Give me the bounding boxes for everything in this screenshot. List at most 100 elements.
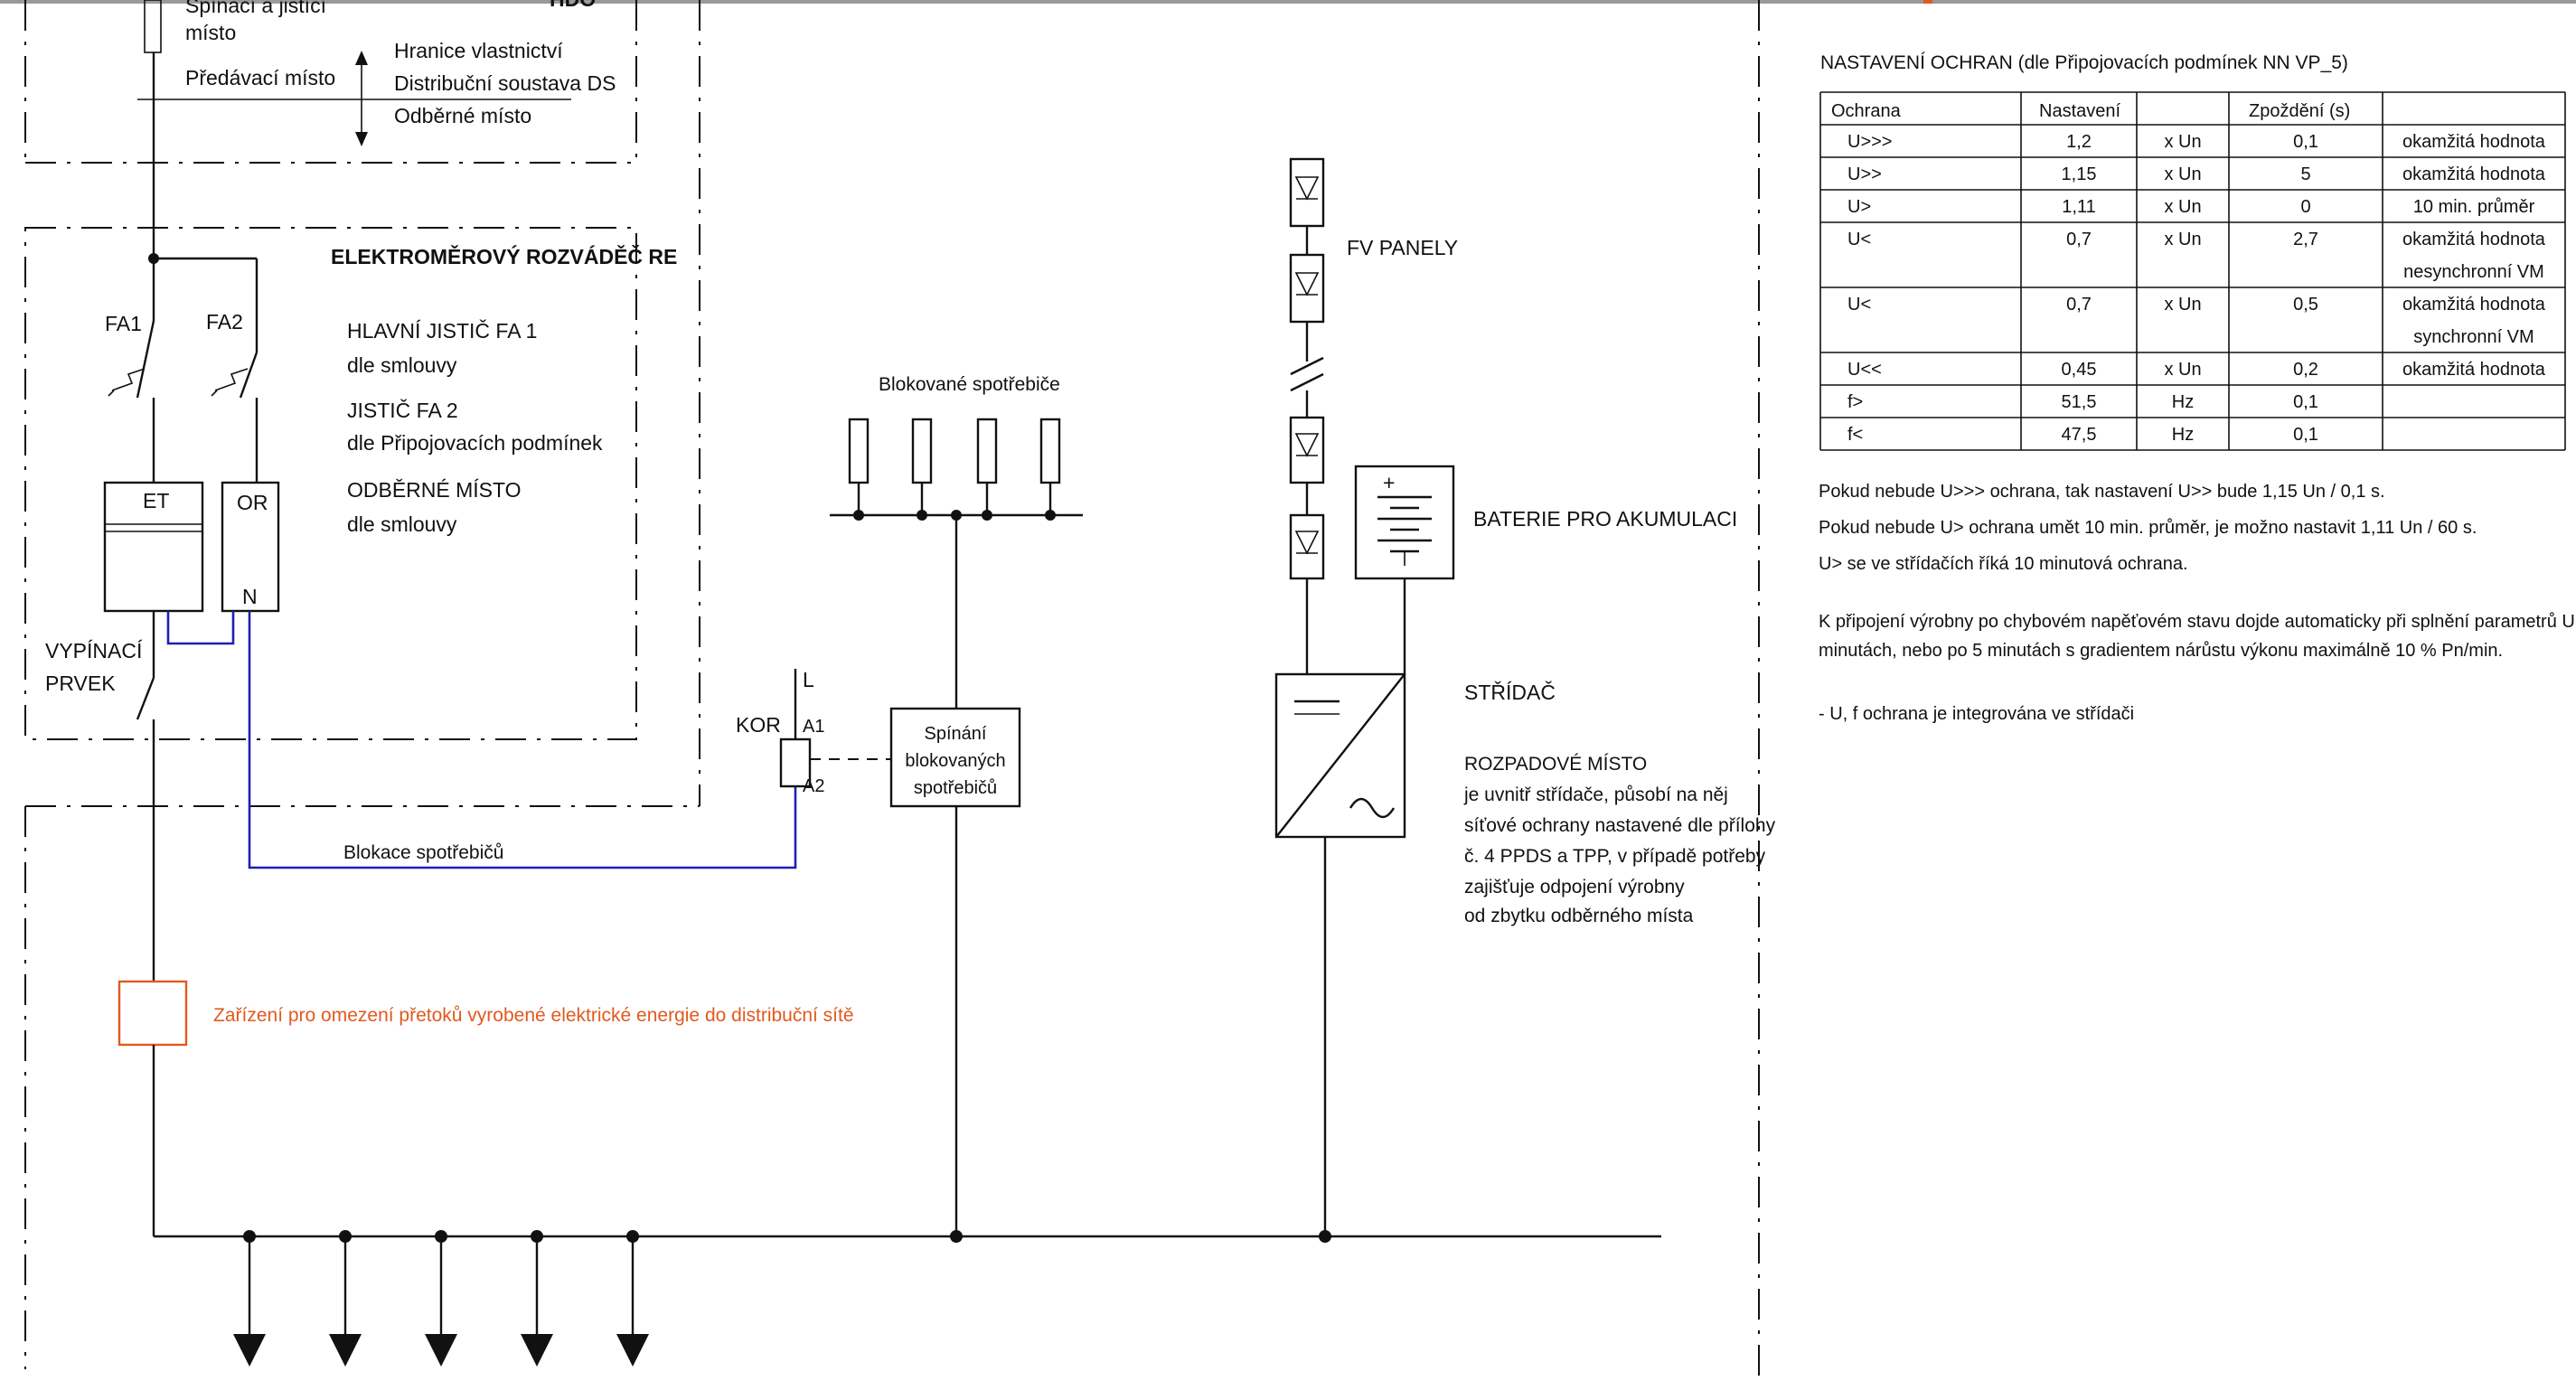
table-cell-ochrana: U>>> xyxy=(1847,132,1892,152)
kor-a1-label: A1 xyxy=(803,717,824,737)
table-cell-poznamka: synchronní VM xyxy=(2413,327,2534,347)
re-text-2: dle smlouvy xyxy=(347,353,457,377)
re-text-1: HLAVNÍ JISTIČ FA 1 xyxy=(347,318,537,343)
table-cell-jednotka: x Un xyxy=(2164,230,2201,249)
spinaci-label-2: místo xyxy=(185,21,236,44)
note-4: K připojení výrobny po chybovém napěťové… xyxy=(1819,612,2576,632)
pv-diode-icon xyxy=(1294,433,1320,457)
arrow-up-icon xyxy=(355,51,368,65)
vypinaci-contact xyxy=(136,677,155,720)
or-label: OR xyxy=(237,491,268,514)
table-cell-jednotka: x Un xyxy=(2164,132,2201,152)
inverter-diagonal xyxy=(1275,673,1406,838)
re-text-6: dle smlouvy xyxy=(347,512,457,536)
appliance-symbol xyxy=(911,418,933,484)
kor-a2-label: A2 xyxy=(803,776,824,796)
table-cell-ochrana: U<< xyxy=(1847,360,1882,380)
kor-l-label: L xyxy=(803,668,814,691)
table-cell-nastaveni: 1,15 xyxy=(2062,164,2097,184)
table-header: Nastavení xyxy=(2039,101,2120,121)
table-cell-poznamka: okamžitá hodnota xyxy=(2402,164,2546,184)
appliance-symbol xyxy=(848,418,870,484)
header-mark xyxy=(1923,0,1932,4)
arrow-down-icon xyxy=(355,132,368,146)
table-cell-ochrana: U> xyxy=(1847,197,1871,217)
table-cell-poznamka: okamžitá hodnota xyxy=(2402,360,2546,380)
stridac-label: STŘÍDAČ xyxy=(1464,680,1556,704)
table-cell-nastaveni: 1,11 xyxy=(2062,197,2095,217)
table-cell-nastaveni: 47,5 xyxy=(2062,425,2097,445)
pv-panel-icon xyxy=(1289,513,1325,580)
arrow-down-icon xyxy=(521,1334,553,1367)
spinaci-symbol xyxy=(144,0,162,53)
distribucni-label: Distribuční soustava DS xyxy=(394,71,616,95)
fa1-contact xyxy=(136,320,155,399)
blokace-label: Blokace spotřebičů xyxy=(343,842,503,863)
re-text-3: JISTIČ FA 2 xyxy=(347,398,458,422)
table-cell-jednotka: Hz xyxy=(2172,392,2194,412)
fa2-contact xyxy=(239,352,259,399)
rozpadove-line-2: síťové ochrany nastavené dle přílohy xyxy=(1464,815,1776,836)
fv-panely-label: FV PANELY xyxy=(1347,236,1458,259)
blue-wire-blokace xyxy=(248,611,797,869)
spinani-label-1: Spínání xyxy=(925,724,987,744)
table-cell-zpozdeni: 0,5 xyxy=(2293,295,2318,315)
rozpadove-line-3: č. 4 PPDS a TPP, v případě potřeby xyxy=(1464,846,1766,867)
blokovane-title: Blokované spotřebiče xyxy=(879,374,1060,395)
note-3: U> se ve střídačích říká 10 minutová och… xyxy=(1819,554,2188,574)
fa1-label: FA1 xyxy=(105,312,142,335)
table-cell-zpozdeni: 0,1 xyxy=(2293,132,2318,152)
arrow-down-icon xyxy=(233,1334,266,1367)
appliance-dot xyxy=(853,510,864,521)
fa2-trip-icon xyxy=(211,368,249,397)
predavaci-label: Předávací místo xyxy=(185,66,335,89)
pv-break-icon xyxy=(1290,356,1324,392)
battery-plus-icon: + xyxy=(1383,471,1395,494)
pv-diode-icon xyxy=(1294,176,1320,201)
table-cell-jednotka: x Un xyxy=(2164,164,2201,184)
kor-coil xyxy=(779,737,812,788)
appliance-dot xyxy=(982,510,992,521)
table-header: Zpoždění (s) xyxy=(2249,101,2350,121)
blue-wire-et-or xyxy=(166,611,235,645)
table-cell-poznamka: okamžitá hodnota xyxy=(2402,230,2546,249)
table-cell-jednotka: x Un xyxy=(2164,295,2201,315)
re-text-5: ODBĚRNÉ MÍSTO xyxy=(347,478,522,502)
table-cell-ochrana: f> xyxy=(1847,392,1863,412)
table-cell-zpozdeni: 2,7 xyxy=(2293,230,2318,249)
table-cell-zpozdeni: 0,1 xyxy=(2293,425,2318,445)
table-cell-nastaveni: 1,2 xyxy=(2066,132,2092,152)
table-cell-zpozdeni: 0 xyxy=(2300,197,2310,217)
spinani-box xyxy=(889,707,1021,808)
table-cell-zpozdeni: 5 xyxy=(2300,164,2310,184)
kor-label: KOR xyxy=(736,713,781,737)
table-cell-ochrana: U>> xyxy=(1847,164,1882,184)
table-cell-poznamka: nesynchronní VM xyxy=(2403,262,2544,282)
appliance-symbol xyxy=(1039,418,1061,484)
note-5: minutách, nebo po 5 minutách s gradiente… xyxy=(1819,641,2503,661)
table-cell-poznamka: 10 min. průměr xyxy=(2413,197,2535,217)
arrow-down-icon xyxy=(425,1334,457,1367)
or-box xyxy=(221,481,280,613)
table-cell-poznamka: okamžitá hodnota xyxy=(2402,132,2546,152)
table-cell-ochrana: U< xyxy=(1847,295,1871,315)
table-cell-jednotka: x Un xyxy=(2164,197,2201,217)
spinani-label-3: spotřebičů xyxy=(914,778,997,798)
spinani-label-2: blokovaných xyxy=(905,751,1005,771)
pv-diode-icon xyxy=(1294,531,1320,555)
et-label: ET xyxy=(143,489,169,512)
note-2: Pokud nebude U> ochrana umět 10 min. prů… xyxy=(1819,518,2477,538)
appliance-dot xyxy=(1045,510,1056,521)
vypinaci-label-2: PRVEK xyxy=(45,672,116,695)
hdo-label: HDO xyxy=(550,0,596,11)
pv-panel-icon xyxy=(1289,416,1325,484)
table-cell-nastaveni: 0,7 xyxy=(2066,295,2092,315)
rozpadove-title: ROZPADOVÉ MÍSTO xyxy=(1464,754,1647,775)
arrow-down-icon xyxy=(329,1334,362,1367)
table-cell-ochrana: U< xyxy=(1847,230,1871,249)
table-cell-zpozdeni: 0,2 xyxy=(2293,360,2318,380)
re-panel-title: ELEKTROMĚROVÝ ROZVÁDĚČ RE xyxy=(331,244,677,268)
note-1: Pokud nebude U>>> ochrana, tak nastavení… xyxy=(1819,482,2385,502)
